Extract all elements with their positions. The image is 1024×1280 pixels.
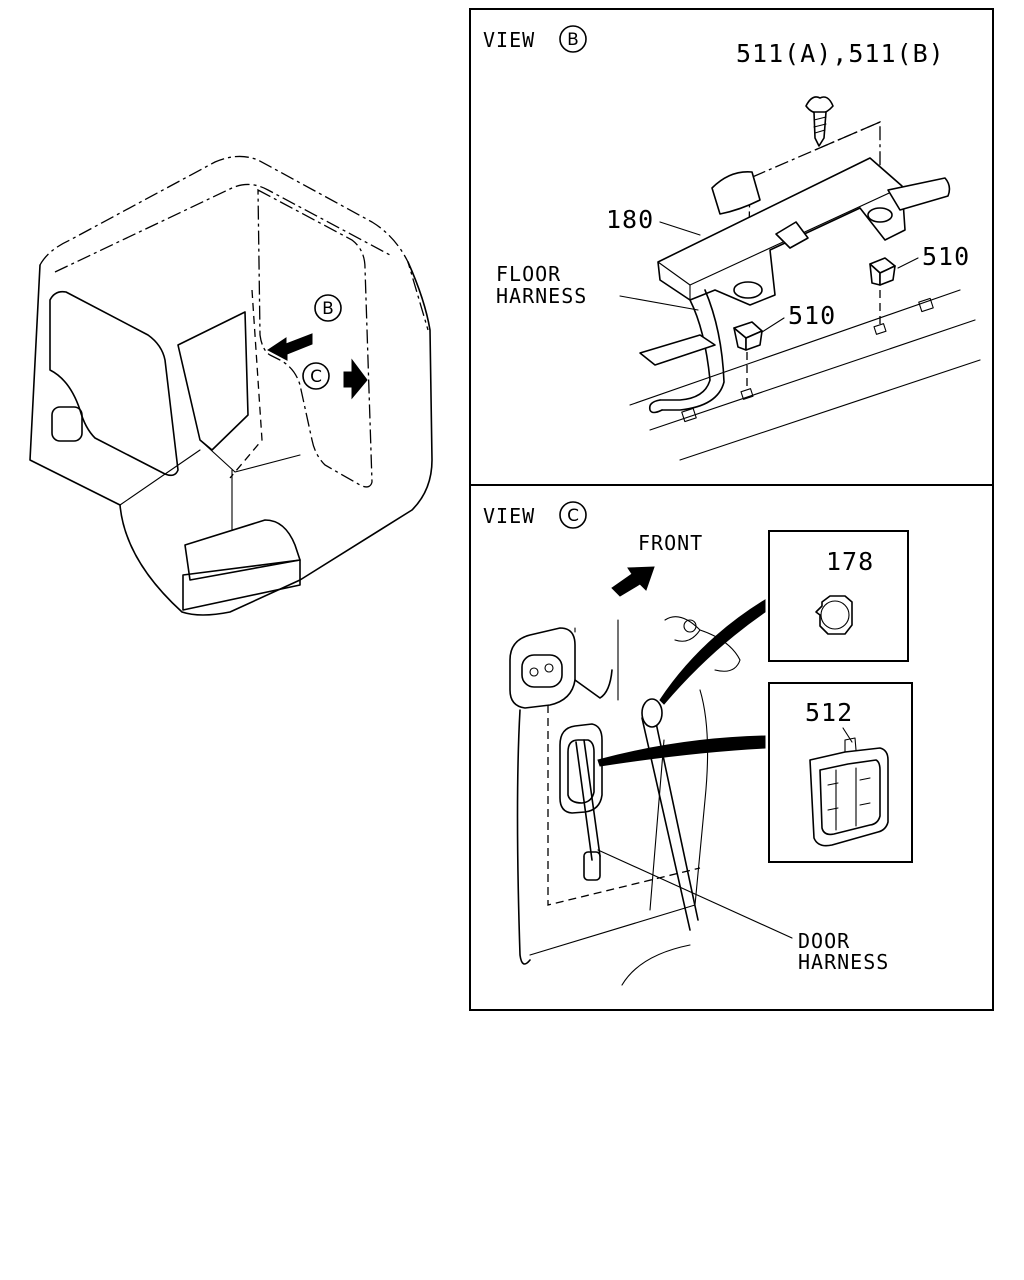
floor-harness-cable-2 [661,289,725,411]
label-floor-harness-2: HARNESS [496,284,587,308]
callout-wedge-178 [659,599,766,705]
label-510-center: 510 [788,301,836,330]
jamb-lines [574,619,619,701]
callout-b: B [322,299,334,319]
label-front: FRONT [638,531,703,555]
jamb-left-edge [516,709,531,965]
label-180: 180 [606,205,654,234]
rail-1 [629,289,961,406]
view-c-callout-circle [559,501,587,529]
floor-plate [639,334,716,366]
rail-hole-3 [873,323,887,335]
cab-a-pillar [119,449,201,506]
leader-floor-harness [619,295,699,311]
clip-icon [869,257,896,286]
label-178: 178 [826,547,874,576]
arrow-left-icon [267,333,313,361]
cab-dash-line [199,439,301,473]
screw-icon [805,96,834,147]
bracket-180 [657,157,951,306]
label-512: 512 [805,698,853,727]
label-510-right: 510 [922,242,970,271]
label-floor-harness-1: FLOOR [496,262,561,286]
rail-hole-4 [918,297,934,313]
leader-510-center [761,317,785,333]
cab-windshield [177,311,249,451]
cab-door-handle [51,406,83,442]
view-b-callout-circle [559,25,587,53]
view-b-panel: VIEW B 511(A),511(B) [469,8,994,486]
upper-bracket-hole [683,619,697,633]
view-c-title: VIEW [483,504,535,528]
cab-side-window [49,290,179,477]
rail-2 [649,319,976,431]
view-b-callout: B [567,30,579,50]
view-c-panel: VIEW C FRONT 178 [469,484,994,1011]
cab-grille [184,519,301,581]
rail-hole-1 [681,407,697,423]
grommet-icon [815,595,853,635]
callout-c: C [310,367,322,387]
harness-grommet-opening [559,723,603,814]
clip-icon-2 [733,321,763,351]
cab-roof-outline [39,155,429,331]
grommet-ring [820,600,850,630]
floor-harness-cable [659,299,711,401]
pillar-grommet [641,698,663,728]
label-door-harness-1: DOOR [798,929,850,953]
jamb-socket [521,654,563,688]
floor-curve [621,944,691,986]
floor-harness-end [648,399,663,414]
leader-512 [842,727,853,743]
pillar-inner-line [649,739,665,911]
cab-body-outline [29,261,433,616]
callout-c-circle [302,362,330,390]
cab-bumper [182,559,301,611]
view-b-title: VIEW [483,28,535,52]
leader-510-right [897,257,919,269]
jamb-top-edge [574,669,613,699]
door-harness-cable [575,739,601,861]
cab-roof-inner [54,183,391,273]
callout-wedge-512 [597,735,766,767]
rail-hole-2 [740,388,754,400]
label-511: 511(A),511(B) [736,39,945,68]
arrow-front-icon [611,566,655,597]
jamb-inner-dash [547,705,701,906]
leader-180 [659,221,701,236]
protector-512-icon [809,737,889,847]
harness-grommet-inner [567,739,595,804]
socket-pin-1 [529,667,539,677]
leader-door-harness [597,849,793,939]
callout-b-circle [314,294,342,322]
door-harness-connector [583,851,601,881]
view-c-callout: C [567,506,579,526]
cab-rear-panel [257,188,373,488]
cab-inner-edge [229,289,263,479]
rail-3 [679,359,981,461]
label-door-harness-2: HARNESS [798,950,889,974]
socket-pin-2 [544,663,554,673]
arrow-right-icon [343,358,368,400]
cab-overview: B C [29,155,433,616]
